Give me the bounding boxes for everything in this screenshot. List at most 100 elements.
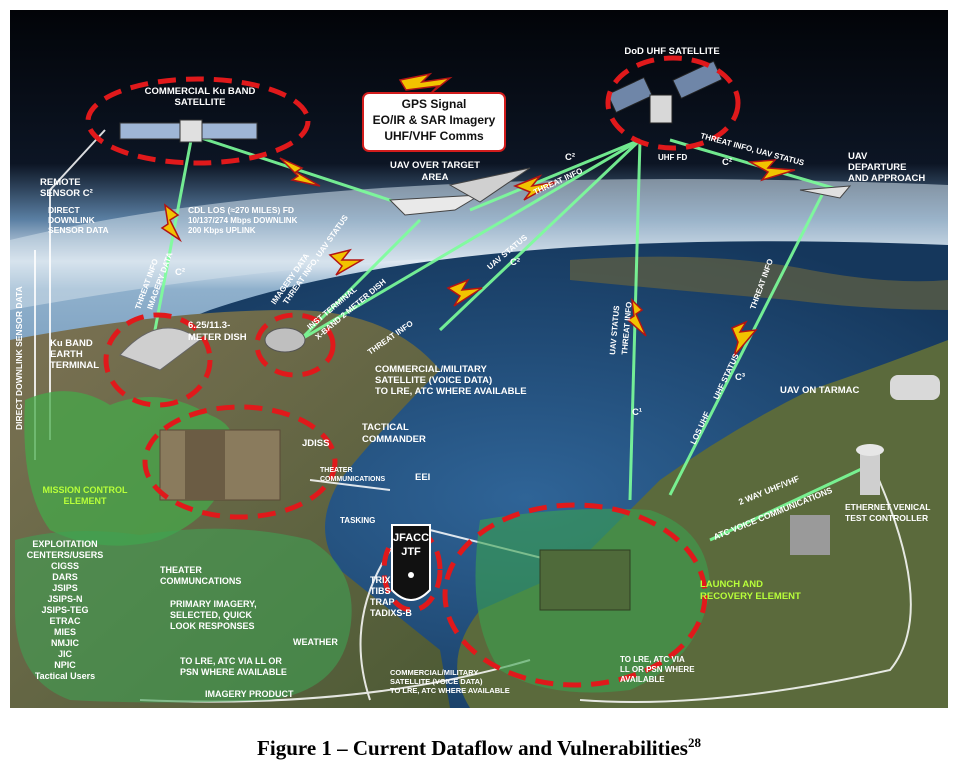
commercial-sat-label-2: SATELLITE <box>174 97 225 108</box>
comm-mil-2: SATELLITE (VOICE DATA) <box>375 375 492 386</box>
c2-label-1: C² <box>175 267 185 278</box>
threat-bolt-icon <box>160 203 182 243</box>
theater-comm-small-2: COMMUNICATIONS <box>320 476 386 483</box>
lre-atc-right-1: TO LRE, ATC VIA <box>620 655 685 664</box>
tarmac-hangar <box>890 375 940 400</box>
exploitation-2: CIGSS <box>51 561 79 571</box>
jdiss-label: JDISS <box>302 438 329 449</box>
comm-mil-bottom-3: TO LRE, ATC WHERE AVAILABLE <box>390 686 510 695</box>
remote-sensor-2: SENSOR C² <box>40 188 93 199</box>
theater-comm-1: THEATER <box>160 565 202 575</box>
trix-2: TIBS <box>370 586 391 596</box>
c2-label-3: C² <box>565 152 575 163</box>
vulnerability-rings <box>85 55 741 688</box>
cdl-los-3: 200 Kbps UPLINK <box>188 226 256 235</box>
launch-vehicle <box>539 549 631 611</box>
uav-departure-1: UAV <box>848 151 868 162</box>
uav-over-target <box>388 167 531 216</box>
direct-downlink-1: DIRECT <box>48 205 80 215</box>
threat-bolts <box>160 72 796 357</box>
weather-label: WEATHER <box>293 637 338 647</box>
theater-comm-small-1: THEATER <box>320 467 353 474</box>
exploitation-10: JIC <box>58 649 73 659</box>
trix-1: TRIX <box>370 575 391 585</box>
c1-label: C¹ <box>632 407 642 418</box>
trix-4: TADIXS-B <box>370 608 412 618</box>
ku-dish <box>119 327 201 371</box>
control-tower <box>860 450 880 495</box>
horizon-haze <box>10 179 948 310</box>
lre-atc-1: TO LRE, ATC VIA LL OR <box>180 656 282 666</box>
primary-imagery-3: LOOK RESPONSES <box>170 621 255 631</box>
threat-bolt-icon <box>398 72 453 95</box>
jtf-label: JTF <box>401 546 421 558</box>
ku-earth-3: TERMINAL <box>50 360 99 371</box>
threat-bolt-icon <box>279 157 321 187</box>
c2-label-4: C² <box>722 157 732 168</box>
ethernet-2: TEST CONTROLLER <box>845 513 928 523</box>
exploitation-5: JSIPS-N <box>47 594 82 604</box>
uav-status-v1: UAV STATUS <box>608 305 621 356</box>
exploitation-zone <box>15 528 352 703</box>
lre-atc-right-2: LL OR PSN WHERE <box>620 665 695 674</box>
legend-imagery: EO/IR & SAR Imagery <box>373 113 496 127</box>
tactical-cmdr-1: TACTICAL <box>362 422 409 433</box>
uav-over-target-2: AREA <box>422 172 449 183</box>
trix-3: TRAP <box>370 597 395 607</box>
comm-mil-3: TO LRE, ATC WHERE AVAILABLE <box>375 386 527 397</box>
tasking-label: TASKING <box>340 516 375 525</box>
threat-bolt-icon <box>512 174 557 201</box>
comm-mil-bottom-2: SATELLITE (VOICE DATA) <box>390 677 483 686</box>
exploitation-9: NMJIC <box>51 638 80 648</box>
launch-recovery-2: RECOVERY ELEMENT <box>700 591 801 602</box>
exploitation-4: JSIPS <box>52 583 78 593</box>
cdl-los-2: 10/137/274 Mbps DOWNLINK <box>188 216 298 225</box>
dod-satellite <box>606 60 723 124</box>
uav-departure-2: DEPARTURE <box>848 162 906 173</box>
c3-label: C³ <box>735 372 745 383</box>
imagery-product-label: IMAGERY PRODUCT <box>205 689 294 699</box>
commercial-sat-label-1: COMMERCIAL Ku BAND <box>145 86 256 97</box>
threat-bolt-icon <box>446 278 483 307</box>
comm-mil-bottom-1: COMMERCIAL/MILITARY <box>390 668 478 677</box>
dataflow-diagram: GPS Signal EO/IR & SAR Imagery UHF/VHF C… <box>10 10 948 708</box>
direct-downlink-3: SENSOR DATA <box>48 225 109 235</box>
jfacc-jtf-node: JFACC JTF <box>391 524 431 601</box>
lre-atc-right-3: AVAILABLE <box>620 675 665 684</box>
launch-recovery-1: LAUNCH AND <box>700 579 763 590</box>
mission-control-1: MISSION CONTROL <box>43 485 129 495</box>
commercial-satellite <box>119 119 258 143</box>
direct-downlink-2: DOWNLINK <box>48 215 96 225</box>
threat-bolt-icon <box>731 320 758 357</box>
exploitation-1: CENTERS/USERS <box>27 550 104 560</box>
caption-text: Figure 1 – Current Dataflow and Vulnerab… <box>257 736 688 760</box>
test-controller-box <box>790 515 830 555</box>
exploitation-7: ETRAC <box>50 616 81 626</box>
uav-departure <box>799 185 852 199</box>
tactical-cmdr-2: COMMANDER <box>362 434 426 445</box>
remote-sensor-1: REMOTE <box>40 177 81 188</box>
ku-earth-2: EARTH <box>50 349 83 360</box>
land-top <box>570 256 948 310</box>
exploitation-3: DARS <box>52 572 78 582</box>
jfacc-label: JFACC <box>393 532 429 544</box>
theater-comm-2: COMMUNCATIONS <box>160 576 241 586</box>
exploitation-6: JSIPS-TEG <box>41 605 88 615</box>
legend-comms: UHF/VHF Comms <box>384 129 484 143</box>
figure-caption: Figure 1 – Current Dataflow and Vulnerab… <box>0 735 958 761</box>
lre-atc-2: PSN WHERE AVAILABLE <box>180 667 287 677</box>
exploitation-11: NPIC <box>54 660 76 670</box>
threat-bolt-icon <box>328 248 365 276</box>
inst-terminal-dish <box>264 327 306 353</box>
dod-sat-label: DoD UHF SATELLITE <box>624 46 719 57</box>
uhf-fd-label: UHF FD <box>658 153 688 162</box>
uav-over-target-1: UAV OVER TARGET <box>390 160 480 171</box>
primary-imagery-1: PRIMARY IMAGERY, <box>170 599 257 609</box>
meter-dish-1: 6.25/11.3- <box>188 320 230 331</box>
threat-bolt-icon <box>626 297 647 337</box>
exploitation-8: MIES <box>54 627 76 637</box>
comm-mil-1: COMMERCIAL/MILITARY <box>375 364 488 375</box>
legend-gps: GPS Signal <box>402 97 467 111</box>
uav-tarmac-label: UAV ON TARMAC <box>780 385 859 396</box>
exploitation-12: Tactical Users <box>35 671 95 681</box>
